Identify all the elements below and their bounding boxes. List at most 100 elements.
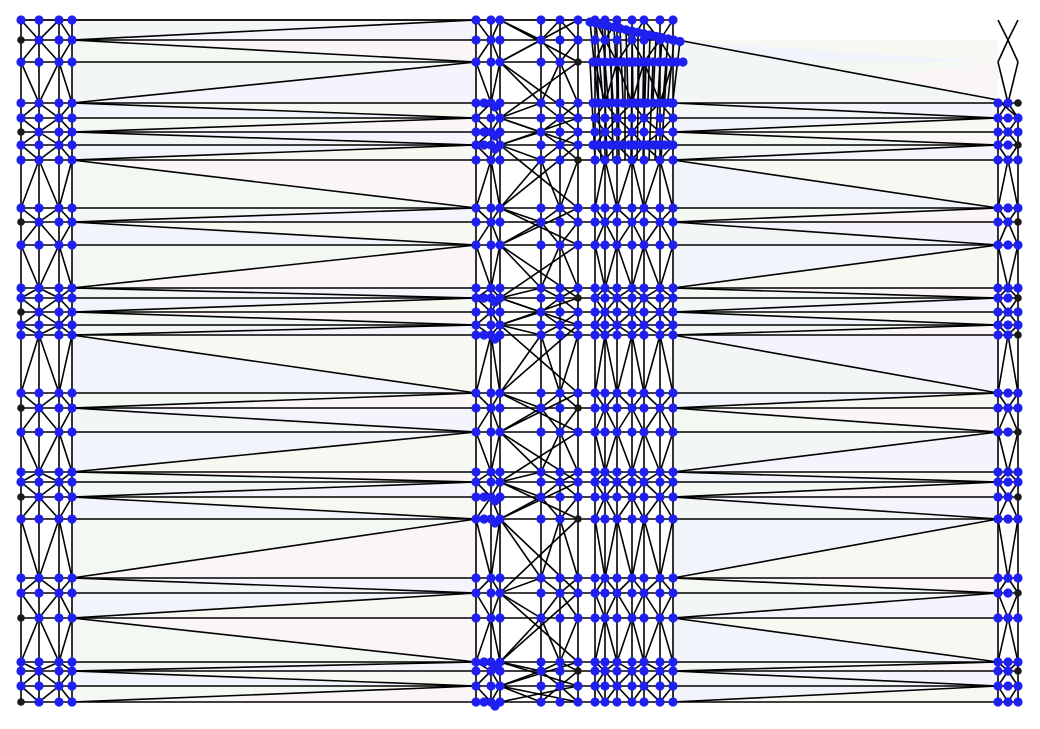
mesh-node	[555, 403, 565, 413]
mesh-node	[471, 15, 481, 25]
mesh-node	[668, 477, 678, 487]
mesh-node	[34, 113, 44, 123]
mesh-node	[67, 657, 77, 667]
mesh-node	[668, 155, 678, 165]
mesh-node	[639, 320, 649, 330]
mesh-node	[67, 697, 77, 707]
mesh-node	[639, 403, 649, 413]
mesh-node	[668, 427, 678, 437]
mesh-node	[536, 681, 546, 691]
mesh-node	[536, 217, 546, 227]
mesh-edge	[672, 131, 999, 146]
mesh-node	[590, 613, 600, 623]
mesh-node	[34, 403, 44, 413]
mesh-node	[34, 57, 44, 67]
mesh-node	[34, 467, 44, 477]
mesh-node	[627, 427, 637, 437]
mesh-node	[612, 427, 622, 437]
mesh-node	[471, 477, 481, 487]
mesh-node	[627, 113, 637, 123]
mesh-node	[555, 307, 565, 317]
mesh-edge	[38, 334, 60, 394]
mesh-node	[668, 697, 678, 707]
mesh-edge	[672, 518, 999, 579]
mesh-edge	[490, 244, 501, 289]
mesh-edge	[631, 592, 645, 619]
mesh-node	[67, 427, 77, 437]
mesh-edge	[20, 61, 40, 104]
mesh-node	[600, 427, 610, 437]
mesh-node	[668, 307, 678, 317]
mesh-edge	[672, 144, 999, 161]
mesh-node	[639, 477, 649, 487]
mesh-node	[536, 588, 546, 598]
mesh-node	[495, 307, 505, 317]
mesh-node	[600, 492, 610, 502]
mesh-edge	[559, 159, 579, 209]
mesh-node	[1003, 127, 1013, 137]
mesh-node	[486, 427, 496, 437]
mesh-node	[639, 217, 649, 227]
mesh-edge	[997, 617, 1009, 663]
mesh-node	[600, 388, 610, 398]
mesh-node	[1013, 697, 1023, 707]
boundary-node	[574, 404, 582, 412]
mesh-node	[627, 573, 637, 583]
mesh-edge	[71, 221, 477, 246]
mesh-node	[555, 666, 565, 676]
mesh-node	[67, 613, 77, 623]
mesh-node	[627, 293, 637, 303]
mesh-edge	[594, 334, 606, 394]
mesh-edge	[475, 407, 492, 433]
mesh-edge	[559, 221, 579, 246]
mesh-node	[573, 240, 583, 250]
mesh-node	[495, 477, 505, 487]
mesh-edge	[20, 334, 40, 394]
mesh-node	[655, 320, 665, 330]
mesh-node	[573, 203, 583, 213]
mesh-node	[495, 588, 505, 598]
mesh-edge	[594, 617, 606, 663]
boundary-node	[1014, 667, 1022, 675]
mesh-edge	[631, 518, 645, 579]
mesh-node	[536, 203, 546, 213]
mesh-node	[627, 697, 637, 707]
mesh-node	[495, 57, 505, 67]
boundary-node	[17, 493, 25, 501]
mesh-node	[590, 467, 600, 477]
mesh-node	[479, 514, 489, 524]
mesh-edge	[38, 19, 60, 41]
mesh-node	[655, 330, 665, 340]
mesh-node	[668, 330, 678, 340]
mesh-edge	[672, 297, 999, 313]
mesh-node	[993, 127, 1003, 137]
mesh-node	[16, 283, 26, 293]
mesh-edge	[475, 244, 492, 289]
mesh-node	[600, 514, 610, 524]
mesh-edge	[490, 159, 501, 209]
boundary-node	[574, 667, 582, 675]
mesh-edge	[499, 518, 579, 594]
mesh-edge	[71, 431, 477, 473]
mesh-node	[471, 657, 481, 667]
mesh-node	[612, 514, 622, 524]
mesh-node	[655, 240, 665, 250]
mesh-node	[639, 283, 649, 293]
mesh-edge	[659, 244, 674, 289]
mesh-node	[555, 113, 565, 123]
mesh-node	[54, 657, 64, 667]
mesh-edge	[642, 33, 645, 101]
mesh-edge	[559, 334, 579, 394]
mesh-node	[34, 514, 44, 524]
mesh-node	[490, 334, 500, 344]
mesh-node	[495, 388, 505, 398]
mesh-edge	[499, 244, 542, 289]
mesh-node	[16, 657, 26, 667]
mesh-edge	[559, 496, 579, 520]
mesh-edge	[499, 144, 542, 161]
mesh-node	[54, 217, 64, 227]
mesh-node	[655, 203, 665, 213]
mesh-edge	[475, 334, 492, 394]
mesh-node	[590, 477, 600, 487]
mesh-node	[612, 388, 622, 398]
